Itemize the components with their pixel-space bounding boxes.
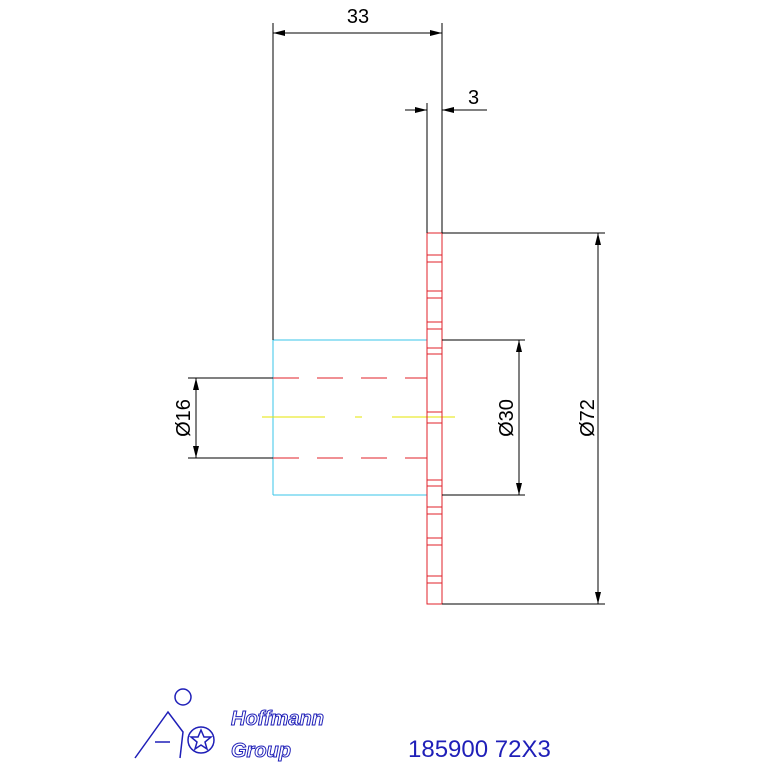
logo-line2: Group — [231, 740, 291, 762]
part-code: 185900 72X3 — [408, 736, 551, 763]
hidden-bore-lines — [273, 377, 427, 459]
disc-outline — [426, 232, 443, 605]
logo-figure-icon — [134, 688, 215, 759]
dimension-thickness — [405, 103, 487, 233]
dimension-length-label: 33 — [347, 6, 369, 28]
dimension-length — [272, 23, 443, 340]
dimension-bore — [188, 377, 273, 459]
logo-line1: Hoffmann — [231, 708, 324, 730]
dimension-thickness-label: 3 — [468, 87, 479, 109]
dimension-bore-label: Ø16 — [173, 399, 195, 437]
hoffmann-group-logo: Hoffmann Group — [134, 688, 324, 763]
dimension-outer — [442, 232, 605, 605]
dimension-hub — [442, 339, 525, 496]
dimension-hub-label: Ø30 — [496, 399, 518, 437]
dimension-outer-label: Ø72 — [577, 399, 599, 437]
